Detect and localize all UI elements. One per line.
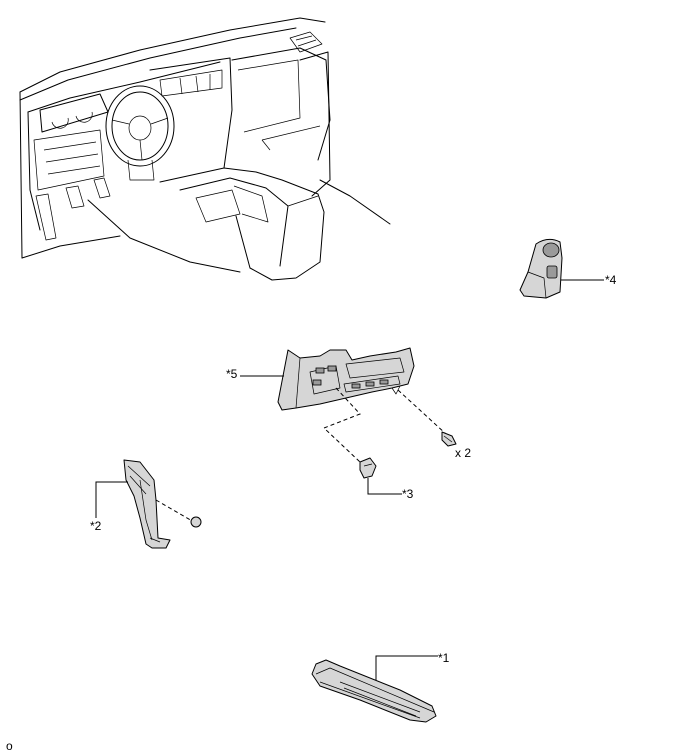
callout-4-label: *4 xyxy=(605,273,617,287)
part-3-clip xyxy=(359,457,377,479)
part-2-side-panel xyxy=(123,459,171,549)
callout-1-label: *1 xyxy=(438,651,450,665)
vehicle-interior-illustration xyxy=(19,17,391,281)
callout-3-label: *3 xyxy=(402,487,414,501)
bolt-quantity-label: x 2 xyxy=(455,446,471,460)
part-5-lower-instrument-panel xyxy=(277,347,415,411)
bolt-fastener xyxy=(441,431,457,447)
part-4-console-side-cover xyxy=(519,238,563,299)
clip-fastener xyxy=(190,516,202,528)
callout-2-label: *2 xyxy=(90,519,102,533)
callout-5-label: *5 xyxy=(226,367,238,381)
corner-mark: o xyxy=(6,739,13,753)
part-1-scuff-plate xyxy=(311,659,437,723)
